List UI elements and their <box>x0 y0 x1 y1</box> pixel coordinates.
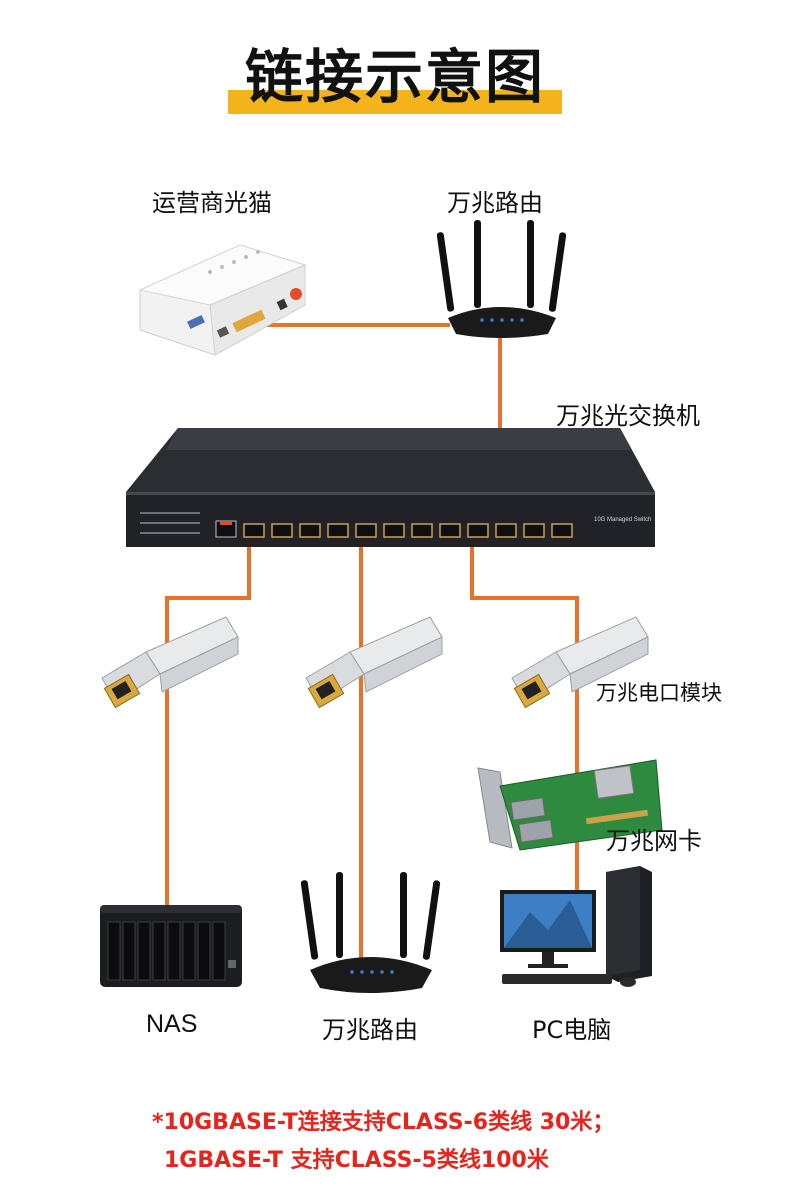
switch-model-text: 10G Managed Switch <box>594 517 651 523</box>
label-router-bottom: 万兆路由 <box>322 1016 418 1044</box>
page-title: 链接示意图 <box>244 43 545 111</box>
label-nas: NAS <box>146 1010 198 1038</box>
onu-device <box>138 244 307 356</box>
module-right <box>511 616 649 709</box>
module-middle <box>305 616 443 709</box>
switch-device: 10G Managed Switch <box>126 428 655 547</box>
label-nic: 万兆网卡 <box>606 827 702 855</box>
label-module: 万兆电口模块 <box>596 681 722 705</box>
title-highlight <box>228 90 562 114</box>
label-pc: PC电脑 <box>532 1016 612 1044</box>
pc-device <box>500 866 652 987</box>
label-router-top: 万兆路由 <box>447 189 543 217</box>
title-wrap: 链接示意图 <box>0 30 790 114</box>
cables <box>165 323 579 960</box>
cable-switch-pc <box>470 545 579 890</box>
sfp-ports <box>243 523 573 538</box>
note-line-2: 1GBASE-T 支持CLASS-5类线100米 <box>164 1148 549 1173</box>
nic-card <box>477 759 663 851</box>
label-onu: 运营商光猫 <box>152 189 272 217</box>
module-left <box>101 616 239 709</box>
label-switch: 万兆光交换机 <box>556 402 700 430</box>
router-bottom-device <box>300 872 441 993</box>
nas-device <box>100 905 242 987</box>
cable-switch-nas <box>165 545 251 910</box>
note-line-1: *10GBASE-T连接支持CLASS-6类线 30米； <box>152 1110 615 1135</box>
router-top-device <box>436 220 567 338</box>
